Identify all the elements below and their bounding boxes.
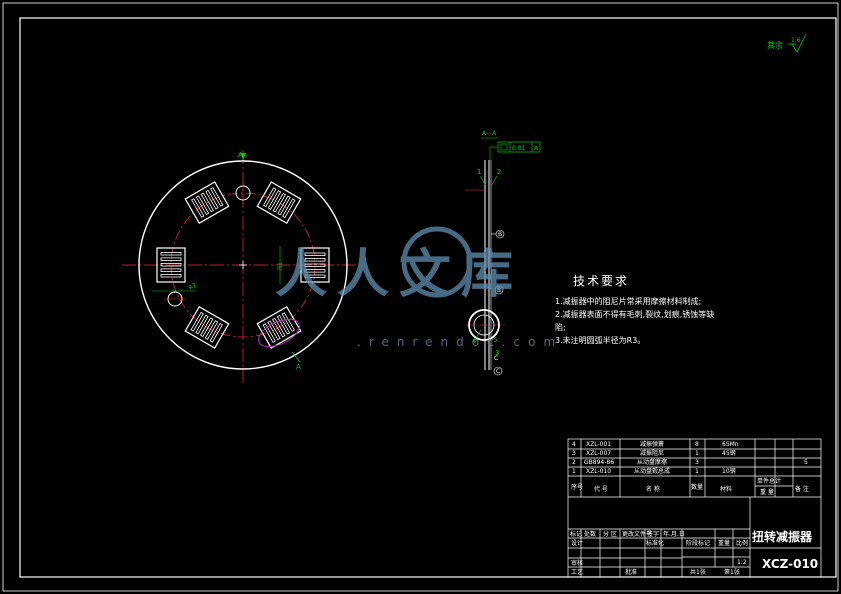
datum-mark-b: B [498,231,502,238]
tb-stage-label: 阶段标记 [686,539,710,547]
tb-part-code-2: GB894-86 [584,459,614,466]
title-block [567,438,822,578]
tb-scale-label: 比例 [736,539,748,547]
tb-scale-value: 1:2 [737,559,747,566]
highlight-mark [258,318,300,348]
tb-header-unit-weight: 单件总计 [757,477,781,485]
tb-sign-mark: 标记 [570,530,582,538]
tb-header-code: 代 号 [594,485,608,493]
tb-part-code-4: XZL-001 [586,441,611,448]
tb-sign-signature: 签字 [647,530,659,538]
tb-sheet-total: 共1张 [690,568,706,576]
watermark: 人人文库 .renrendoc.com [275,226,563,349]
tb-weight-label: 重量 [718,539,730,547]
tb-header-weight: 重 量 [760,488,774,496]
spring-window [184,181,230,225]
tb-part-name-4: 减振弹簧 [640,440,664,448]
tb-part-material-3: 45钢 [722,449,736,457]
tb-part-no-3: 3 [572,450,576,457]
datum-mark-c: C [494,355,498,362]
spring-window [156,247,186,283]
tb-part-material-1: 10钢 [722,467,736,475]
tb-header-qty: 数量 [691,483,703,491]
tb-part-qty-4: 8 [695,441,699,448]
tb-part-qty-2: 3 [695,459,699,466]
tech-line-3: 陷; [555,322,566,332]
leader-label-4: 4 [472,337,477,345]
tb-sign-count: 处数 [584,530,596,538]
surface-finish-icon [788,33,807,53]
tb-part-no-2: 2 [572,459,576,466]
spring-window [256,305,302,349]
section-marker-top: A [238,151,243,159]
tb-drawing-code: XCZ-010 [762,557,818,571]
leader-label-2: 2 [497,168,501,176]
tolerance-datum: A [534,145,539,152]
tb-header-name: 名 称 [646,485,660,493]
tb-part-no-4: 4 [572,441,576,448]
front-view: R2 R1 A A [122,150,363,383]
section-view: A—A 0.01 A 1 2 3 4 5 B B C [465,130,541,376]
tech-line-2: 2.减振器表面不得有毛刺,裂纹,划痕,锈蚀等缺 [555,309,714,319]
tb-role-check: 审核 [571,559,583,567]
tb-header-no: 序号 [571,483,583,491]
technical-requirements: 技术要求 1.减振器中的阻尼片常采用摩擦材料制成; 2.减振器表面不得有毛刺,裂… [555,274,714,345]
tb-part-name-1: 从动盘毂总成 [634,467,670,475]
inner-frame [19,17,837,578]
spring-window [184,305,230,349]
leader-label-1: 1 [477,168,481,176]
spring-window [256,181,302,225]
leader-label-5: 5 [493,336,497,344]
watermark-text: 人人文库 [275,245,523,305]
tech-line-4: 3.未注明圆弧半径为R3。 [555,335,645,345]
tb-part-qty-3: 1 [695,450,699,457]
tolerance-value: 0.01 [512,145,526,152]
tb-sheet-no: 第1张 [724,568,740,576]
tb-header-remark: 备 注 [795,485,809,493]
tb-part-code-1: XZL-010 [586,468,611,475]
surface-finish-label: 其余 [767,40,783,50]
section-label: A—A [482,130,497,137]
tb-part-qty-1: 1 [695,468,699,475]
tb-part-remark-2: 5 [804,459,808,466]
tb-role-standard: 标准化 [646,539,664,547]
datum-mark-b2: B [497,287,501,294]
tb-sign-change: 更改文件号 [622,530,652,538]
section-marker-bottom: A [296,363,301,371]
tb-role-approve: 批准 [625,568,637,576]
leader-label-3: 3 [495,349,499,357]
tb-role-process: 工艺 [571,568,583,576]
dimension-label-2: R1 [277,262,284,270]
tb-sign-zone: 分 区 [603,530,617,538]
watermark-url: .renrendoc.com [357,335,563,349]
tb-header-material: 材料 [720,485,732,493]
tb-role-design: 设计 [571,539,583,547]
tech-title: 技术要求 [573,274,629,288]
tb-drawing-name: 扭转减振器 [752,529,813,544]
tb-part-name-3: 减振阻尼 [640,449,664,457]
tb-sign-date: 年.月.日 [663,530,685,538]
datum-mark-c2: C [496,368,500,375]
spring-window [300,247,330,283]
tb-part-name-2: 从动盘摩擦 [637,458,667,466]
surface-finish-value: 1.6 [791,37,801,44]
tb-part-material-4: 65Mn [722,441,739,448]
tb-part-code-3: XZL-007 [586,450,611,457]
tb-part-no-1: 1 [572,468,576,475]
tech-line-1: 1.减振器中的阻尼片常采用摩擦材料制成; [555,296,701,306]
dimension-label-1: R2 [188,282,199,292]
